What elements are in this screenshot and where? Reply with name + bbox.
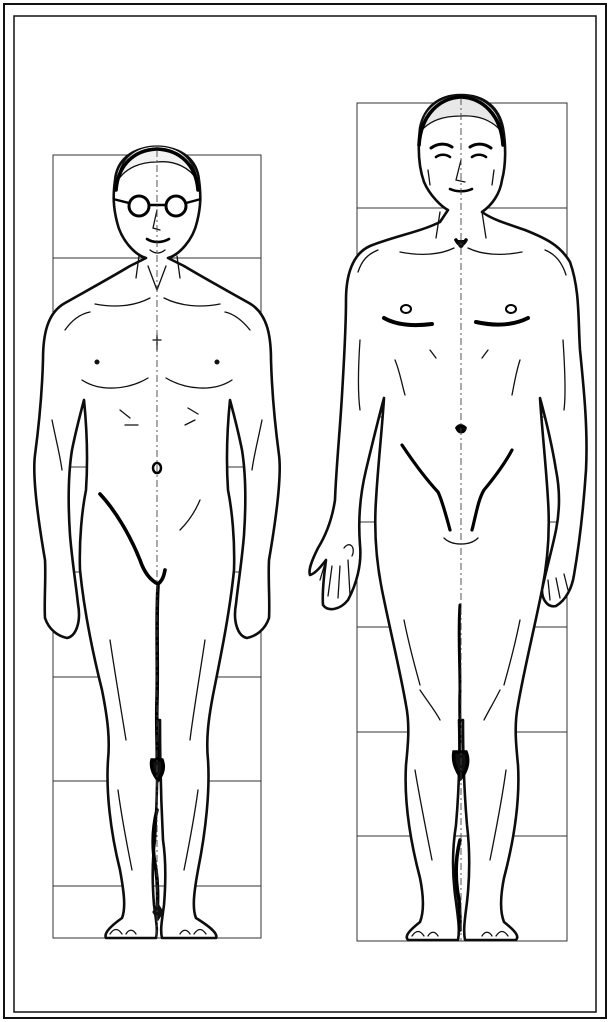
left-figure-nipple <box>95 360 100 365</box>
left-figure-nipple <box>215 360 220 365</box>
figure-right <box>309 95 586 940</box>
right-figure-inner-leg <box>459 605 460 752</box>
